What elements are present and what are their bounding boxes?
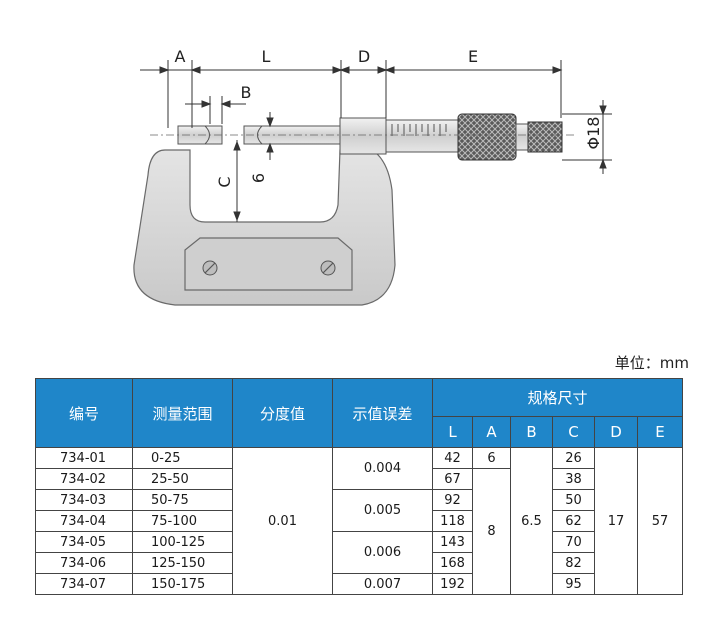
subheader-L: L (432, 416, 473, 448)
cell-C: 38 (552, 468, 595, 490)
header-error: 示值误差 (332, 378, 433, 448)
table-row: 734-03 50-75 0.005 92 50 (35, 489, 683, 532)
cell-C: 62 (552, 510, 595, 532)
cell-code: 734-06 (35, 552, 133, 574)
cell-B: 6.5 (510, 447, 553, 595)
dim-label-6: 6 (249, 173, 268, 183)
cell-range: 25-50 (132, 468, 233, 490)
cell-C: 70 (552, 531, 595, 553)
cell-range: 150-175 (132, 573, 233, 595)
table-row: 734-02 25-50 67 8 38 (35, 468, 683, 595)
cell-E: 57 (637, 447, 683, 595)
cell-L: 168 (432, 552, 473, 574)
cell-C: 82 (552, 552, 595, 574)
cell-L: 192 (432, 573, 473, 595)
cell-range: 125-150 (132, 552, 233, 574)
table-row: 734-07 150-175 0.007 192 95 (35, 573, 683, 595)
cell-A: 8 (472, 468, 511, 595)
spec-table: 编号 测量范围 分度值 示值误差 规格尺寸 L A B C D E 734-01… (35, 378, 683, 595)
cell-code: 734-04 (35, 510, 133, 532)
cell-D: 17 (594, 447, 638, 595)
cell-range: 0-25 (132, 447, 233, 469)
subheader-E: E (637, 416, 683, 448)
frame-nameplate (184, 237, 353, 291)
cell-L: 42 (432, 447, 473, 469)
cell-L: 143 (432, 531, 473, 553)
sleeve (339, 117, 387, 155)
dim-label-phi18: Φ18 (584, 117, 603, 150)
subheader-A: A (472, 416, 511, 448)
dim-label-A: A (175, 47, 186, 66)
cell-resolution: 0.01 (232, 447, 333, 595)
cell-code: 734-03 (35, 489, 133, 511)
dim-label-E: E (468, 47, 478, 66)
table-row: 734-06 125-150 168 82 (35, 552, 683, 574)
dim-label-D: D (358, 47, 370, 66)
dim-label-C: C (215, 176, 234, 187)
header-code: 编号 (35, 378, 133, 448)
header-range: 测量范围 (132, 378, 233, 448)
subheader-B: B (510, 416, 553, 448)
micrometer-diagram: A L D E B C 6 Φ18 (133, 47, 612, 306)
cell-error: 0.006 (332, 531, 433, 574)
cell-C: 26 (552, 447, 595, 469)
cell-code: 734-05 (35, 531, 133, 553)
cell-error: 0.005 (332, 489, 433, 532)
cell-range: 50-75 (132, 489, 233, 511)
header-spec: 规格尺寸 (432, 378, 683, 417)
subheader-D: D (594, 416, 638, 448)
cell-L: 67 (432, 468, 473, 490)
ratchet (527, 121, 563, 153)
table-row: 734-01 0-25 0.01 0.004 42 6 6.5 26 17 57 (35, 447, 683, 595)
cell-C: 95 (552, 573, 595, 595)
cell-range: 75-100 (132, 510, 233, 532)
unit-label: 单位：mm (614, 354, 689, 372)
subheader-C: C (552, 416, 595, 448)
header-resolution: 分度值 (232, 378, 333, 448)
thimble (457, 113, 517, 161)
cell-L: 92 (432, 489, 473, 511)
cell-error: 0.004 (332, 447, 433, 490)
cell-code: 734-07 (35, 573, 133, 595)
cell-code: 734-01 (35, 447, 133, 469)
cell-C: 50 (552, 489, 595, 511)
cell-range: 100-125 (132, 531, 233, 553)
cell-error: 0.007 (332, 573, 433, 595)
cell-code: 734-02 (35, 468, 133, 490)
dim-label-B: B (241, 83, 252, 102)
cell-L: 118 (432, 510, 473, 532)
dim-label-L: L (262, 47, 271, 66)
cell-A: 6 (472, 447, 511, 469)
table-row: 734-05 100-125 0.006 143 70 (35, 531, 683, 574)
